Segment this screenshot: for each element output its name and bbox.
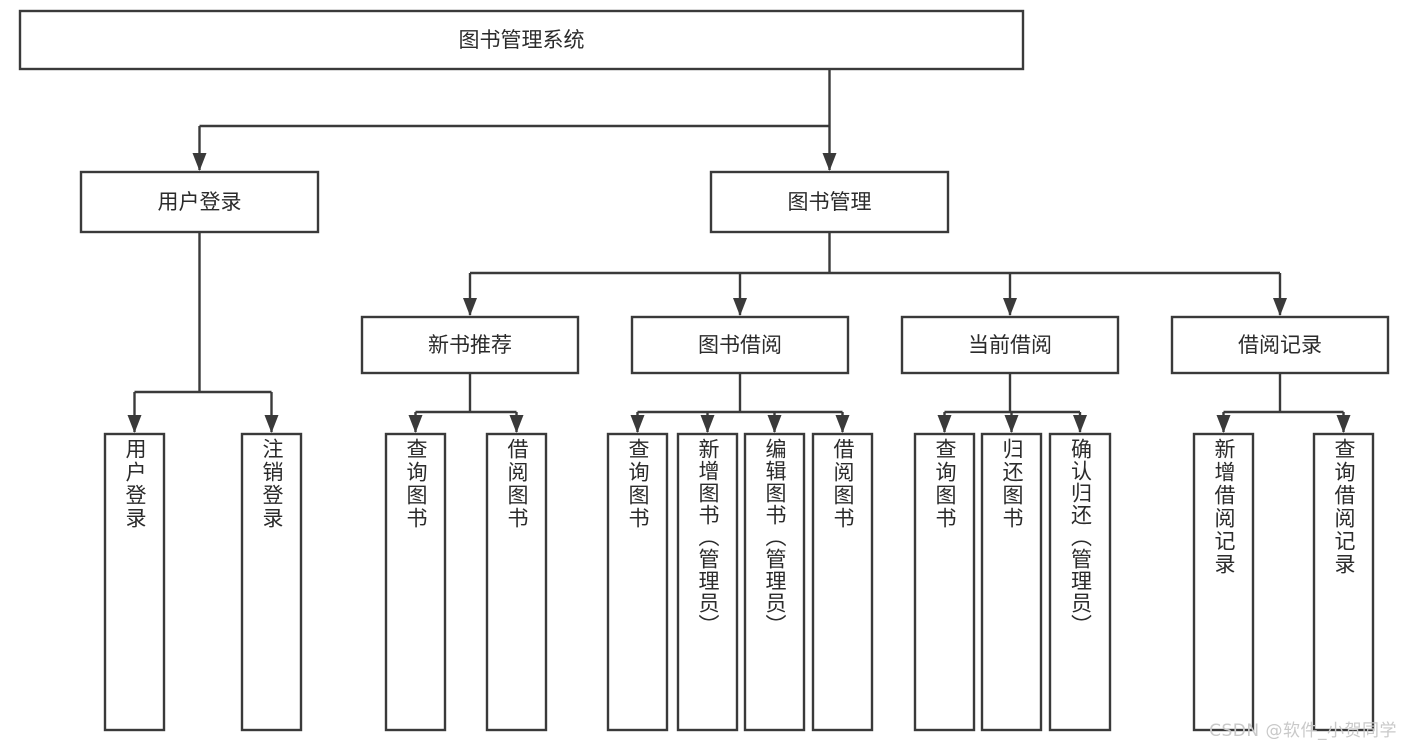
arrow-head-icon <box>630 415 645 433</box>
node-leaf-用户登录[interactable] <box>103 432 166 732</box>
arrow-head-icon <box>733 298 747 316</box>
node-label: 用户登录 <box>158 190 242 214</box>
node-box[interactable] <box>384 432 447 732</box>
node-leaf-注销登录[interactable] <box>240 432 303 732</box>
arrow-head-icon <box>1073 415 1087 433</box>
node-box[interactable] <box>743 432 806 732</box>
connector-lines <box>127 69 1351 433</box>
arrow-head-icon <box>1004 415 1019 433</box>
arrow-head-icon <box>700 415 715 433</box>
arrow-head-icon <box>1216 415 1231 433</box>
arrow-head-icon <box>127 415 142 433</box>
node-box[interactable] <box>709 170 950 234</box>
arrow-head-icon <box>1003 298 1017 316</box>
arrow-head-icon <box>767 415 782 433</box>
node-box[interactable] <box>485 432 548 732</box>
arrow-head-icon <box>509 415 524 433</box>
node-leaf-归还图书[interactable] <box>980 432 1043 732</box>
node-level3-当前借阅[interactable]: 当前借阅 <box>900 315 1120 375</box>
node-box[interactable] <box>1170 315 1390 375</box>
node-leaf-查询图书[interactable] <box>384 432 447 732</box>
node-level2-图书管理[interactable]: 图书管理 <box>709 170 950 234</box>
node-box[interactable] <box>79 170 320 234</box>
node-level3-新书推荐[interactable]: 新书推荐 <box>360 315 580 375</box>
node-root-图书管理系统[interactable]: 图书管理系统 <box>18 9 1025 71</box>
arrow-head-icon <box>1336 415 1351 433</box>
arrow-head-icon <box>192 153 207 171</box>
node-level3-图书借阅[interactable]: 图书借阅 <box>630 315 850 375</box>
node-box[interactable] <box>811 432 874 732</box>
node-box[interactable] <box>630 315 850 375</box>
arrow-head-icon <box>822 153 837 171</box>
arrow-head-icon <box>408 415 423 433</box>
node-box[interactable] <box>1048 432 1112 732</box>
arrow-head-icon <box>264 415 279 433</box>
node-leaf-查询图书[interactable] <box>606 432 669 732</box>
node-box[interactable] <box>1192 432 1255 732</box>
arrow-head-icon <box>1273 298 1287 316</box>
node-label: 借阅记录 <box>1238 333 1322 357</box>
node-box[interactable] <box>18 9 1025 71</box>
arrow-head-icon <box>463 298 477 316</box>
node-level3-借阅记录[interactable]: 借阅记录 <box>1170 315 1390 375</box>
node-box[interactable] <box>360 315 580 375</box>
node-leaf-编辑图书管理员[interactable] <box>743 432 806 732</box>
node-label: 图书管理系统 <box>459 28 585 52</box>
node-label: 图书管理 <box>788 190 872 214</box>
watermark-text: CSDN @软件_小贺同学 <box>1209 721 1397 741</box>
node-box[interactable] <box>980 432 1043 732</box>
node-box[interactable] <box>676 432 739 732</box>
arrow-head-icon <box>835 415 850 433</box>
node-box[interactable] <box>1312 432 1375 732</box>
node-label: 图书借阅 <box>698 333 782 357</box>
node-box[interactable] <box>240 432 303 732</box>
node-box[interactable] <box>913 432 976 732</box>
node-leaf-借阅图书[interactable] <box>485 432 548 732</box>
node-leaf-借阅图书[interactable] <box>811 432 874 732</box>
node-box[interactable] <box>900 315 1120 375</box>
node-label: 新书推荐 <box>428 333 512 357</box>
node-leaf-新增借阅记录[interactable] <box>1192 432 1255 732</box>
node-box[interactable] <box>606 432 669 732</box>
node-level2-用户登录[interactable]: 用户登录 <box>79 170 320 234</box>
node-leaf-查询借阅记录[interactable] <box>1312 432 1375 732</box>
arrow-head-icon <box>937 415 952 433</box>
node-label: 当前借阅 <box>968 333 1052 357</box>
node-leaf-新增图书管理员[interactable] <box>676 432 739 732</box>
node-leaf-确认归还管理员[interactable] <box>1048 432 1112 732</box>
node-box[interactable] <box>103 432 166 732</box>
node-leaf-查询图书[interactable] <box>913 432 976 732</box>
